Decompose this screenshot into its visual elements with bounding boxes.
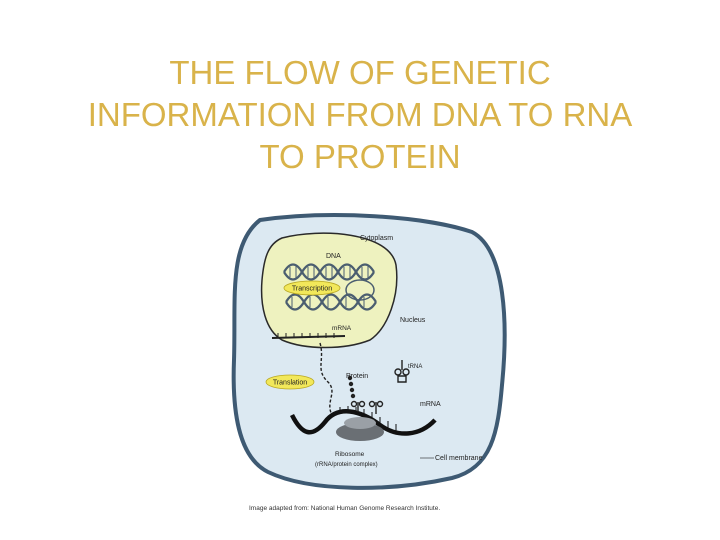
cytoplasm-label: Cytoplasm <box>360 235 393 242</box>
protein-label: Protein <box>346 373 368 380</box>
nucleus-label: Nucleus <box>400 317 426 324</box>
translation-label: Translation <box>273 380 307 387</box>
ribosome-label: Ribosome <box>335 451 365 458</box>
image-credit-caption: Image adapted from: National Human Genom… <box>249 505 441 512</box>
trna-in-ribosome-1 <box>350 400 366 412</box>
dna-helix <box>283 263 377 311</box>
ribosome-detail-label: (rRNA/protein complex) <box>315 462 378 468</box>
protein-chain <box>347 375 356 399</box>
translation-highlight <box>265 374 315 390</box>
gene-expression-diagram: Transcription Translation Cytoplasm DNA … <box>231 213 507 490</box>
nucleus-mrna-label: mRNA <box>332 325 352 332</box>
title-line-2: INFORMATION FROM DNA TO RNA <box>87 96 633 134</box>
nucleus-mrna-strand <box>271 335 346 339</box>
cell-membrane-label: Cell membrane <box>435 455 483 462</box>
cytoplasm-mrna-bases <box>339 406 397 431</box>
title-line-3: TO PROTEIN <box>259 138 461 176</box>
dna-rungs <box>289 265 369 307</box>
trna-in-ribosome-2 <box>368 400 384 414</box>
slide-title: THE FLOW OF GENETIC INFORMATION FROM DNA… <box>40 52 680 178</box>
dna-label: DNA <box>326 253 341 260</box>
transcription-bubble <box>345 279 375 301</box>
cytoplasm-mrna-strand <box>289 409 437 436</box>
trna-label: tRNA <box>408 364 422 370</box>
nucleus-mrna-bases <box>277 333 335 338</box>
trna-molecule <box>394 360 410 383</box>
transcription-label: Transcription <box>292 286 332 293</box>
mrna-export-path <box>319 342 333 416</box>
ribosome <box>336 417 384 441</box>
title-line-1: THE FLOW OF GENETIC <box>169 54 551 92</box>
transcription-highlight <box>283 280 341 296</box>
cytoplasm-mrna-label: mRNA <box>420 401 441 408</box>
